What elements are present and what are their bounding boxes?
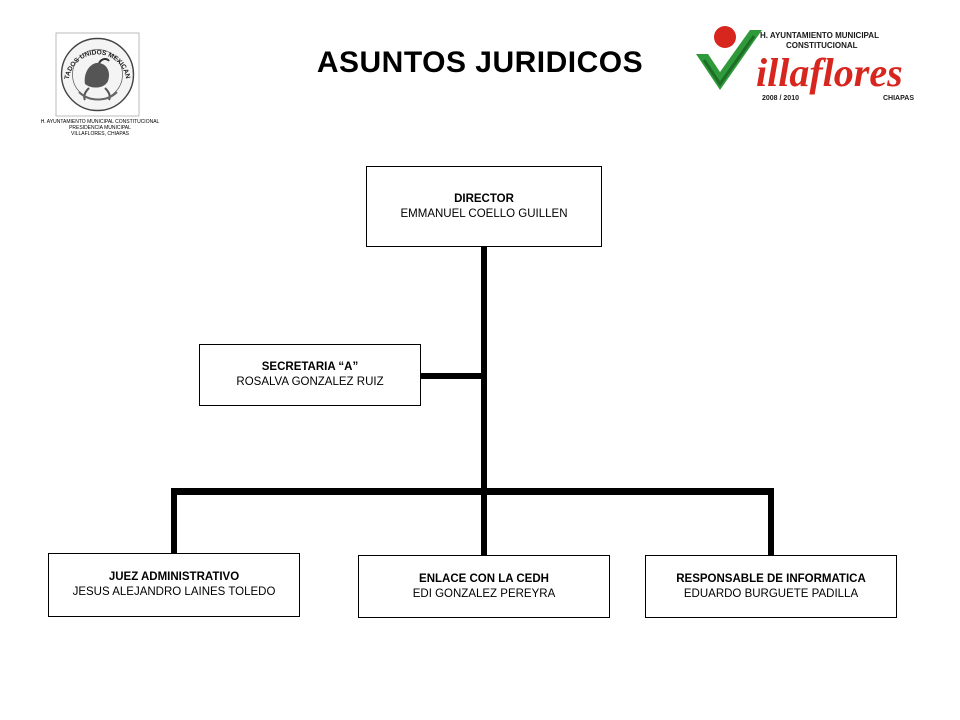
logo-years: 2008 / 2010 — [762, 95, 799, 102]
secretary-name: ROSALVA GONZALEZ RUIZ — [236, 376, 384, 388]
seal-caption-line-2: PRESIDENCIA MUNICIPAL — [69, 125, 131, 131]
connector-juez-drop — [171, 488, 177, 555]
mexico-seal-icon: ESTADOS UNIDOS MEXICANOS — [52, 27, 140, 117]
director-role: DIRECTOR — [454, 192, 514, 205]
org-box-juez: JUEZ ADMINISTRATIVO JESUS ALEJANDRO LAIN… — [48, 553, 300, 617]
director-name: EMMANUEL COELLO GUILLEN — [400, 207, 568, 220]
villaflores-logo: H. AYUNTAMIENTO MUNICIPAL CONSTITUCIONAL… — [690, 20, 940, 112]
org-box-enlace: ENLACE CON LA CEDH EDI GONZALEZ PEREYRA — [358, 555, 610, 618]
connector-horizontal-bus — [171, 488, 774, 495]
informatica-name: EDUARDO BURGUETE PADILLA — [683, 587, 859, 600]
informatica-role: RESPONSABLE DE INFORMATICA — [676, 572, 866, 585]
seal-caption: H. AYUNTAMIENTO MUNICIPAL CONSTITUCIONAL… — [20, 119, 180, 137]
logo-brand: illaflores — [756, 50, 903, 95]
logo-state: CHIAPAS — [883, 95, 914, 102]
org-box-secretary: SECRETARIA “A” ROSALVA GONZALEZ RUIZ — [199, 344, 421, 406]
juez-role: JUEZ ADMINISTRATIVO — [108, 571, 240, 583]
seal-caption-line-3: VILLAFLORES, CHIAPAS — [71, 131, 129, 137]
org-box-informatica: RESPONSABLE DE INFORMATICA EDUARDO BURGU… — [645, 555, 897, 618]
connector-director-trunk — [481, 246, 487, 557]
connector-informatica-drop — [768, 488, 774, 557]
page-title: ASUNTOS JURIDICOS — [316, 46, 644, 79]
seal-caption-line-1: H. AYUNTAMIENTO MUNICIPAL CONSTITUCIONAL — [40, 119, 160, 125]
logo-line-2: CONSTITUCIONAL — [786, 41, 858, 50]
enlace-role: ENLACE CON LA CEDH — [419, 572, 549, 585]
enlace-name: EDI GONZALEZ PEREYRA — [412, 587, 556, 600]
connector-secretary-branch — [420, 373, 484, 379]
juez-name: JESUS ALEJANDRO LAINES TOLEDO — [72, 586, 276, 598]
org-box-director: DIRECTOR EMMANUEL COELLO GUILLEN — [366, 166, 602, 247]
secretary-role: SECRETARIA “A” — [261, 361, 359, 373]
logo-line-1: H. AYUNTAMIENTO MUNICIPAL — [760, 31, 879, 40]
